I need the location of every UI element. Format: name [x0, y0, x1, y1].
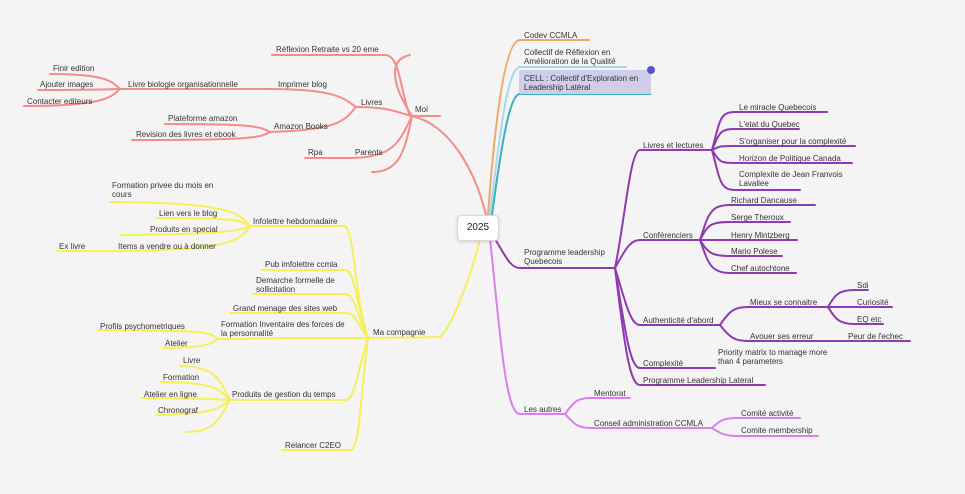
topic-grand-menage[interactable]: Grand menage des sites web — [233, 304, 338, 313]
topic-rpa[interactable]: Rpa — [308, 148, 323, 157]
topic-serge-theroux[interactable]: Serge Theroux — [731, 213, 784, 222]
topic-chef-autochtone[interactable]: Chef autochtone — [731, 264, 790, 273]
cell-line — [491, 93, 651, 216]
topic-produits-gestion[interactable]: Produits de gestion du temps — [232, 390, 336, 399]
topic-ajouter-images[interactable]: Ajouter images — [40, 80, 94, 89]
topic-produits-special[interactable]: Produits en special — [150, 225, 218, 234]
topic-mario-polese[interactable]: Mario Polese — [731, 247, 778, 256]
topic-chronograf[interactable]: Chronograf — [158, 406, 199, 415]
central-topic[interactable]: 2025 — [457, 215, 499, 241]
topic-conferenciers[interactable]: Conférenciers — [643, 231, 693, 240]
topic-contacter-editeurs[interactable]: Contacter editeurs — [27, 97, 93, 106]
topic-livre-biologie[interactable]: Livre biologie organisationnelle — [128, 80, 238, 89]
topic-formation-inventaire[interactable]: Formation Inventaire des forces de la pe… — [221, 320, 345, 338]
topic-curiosite[interactable]: Curiosité — [857, 298, 889, 307]
programme-branch-lines — [494, 111, 911, 386]
topic-atelier[interactable]: Atelier — [165, 339, 188, 348]
collectif-line — [489, 66, 627, 216]
cell-selection-box[interactable] — [519, 70, 651, 94]
topic-henry-mintzberg[interactable]: Henry Mintzberg — [731, 231, 790, 240]
topic-avouer-erreur[interactable]: Avouer ses erreur — [750, 332, 814, 341]
topic-reflexion-retraite[interactable]: Réflexion Retraite vs 20 eme — [276, 45, 379, 54]
topic-moi[interactable]: Moi — [415, 105, 428, 114]
topic-complexite-jean[interactable]: Complexite de Jean Franvois Lavallee — [739, 170, 843, 188]
topic-imprimer-blog[interactable]: Imprimer blog — [278, 80, 327, 89]
topic-lien-blog[interactable]: Lien vers le blog — [159, 209, 218, 218]
topic-richard-dancause[interactable]: Richard Dancause — [731, 196, 797, 205]
topic-programme-lateral[interactable]: Programme Leadership Lateral — [643, 376, 754, 385]
topic-complexite[interactable]: Complexité — [643, 359, 684, 368]
topic-livres[interactable]: Livres — [361, 98, 383, 107]
topic-miracle-quebecois[interactable]: Le miracle Quebecois — [739, 103, 817, 112]
topic-cell[interactable]: CELL : Collectif d'Exploration en Leader… — [524, 74, 639, 92]
topic-livre[interactable]: Livre — [183, 356, 201, 365]
topic-atelier-en-ligne[interactable]: Atelier en ligne — [144, 390, 197, 399]
topic-comite-activite[interactable]: Comité activité — [741, 409, 794, 418]
topic-formation-privee[interactable]: Formation privee du mois en cours — [112, 181, 214, 199]
topic-organiser-complexite[interactable]: S'organiser pour la complexité — [739, 137, 847, 146]
topic-plateforme-amazon[interactable]: Plateforme amazon — [168, 114, 238, 123]
selection-handle[interactable] — [647, 66, 655, 74]
topic-comite-membership[interactable]: Comite membership — [741, 426, 813, 435]
topic-pub-infolettre[interactable]: Pub imfolettre ccmla — [265, 260, 338, 269]
topic-priority-matrix[interactable]: Priority matrix to manage more than 4 pa… — [718, 348, 828, 366]
topic-items-vendre[interactable]: Items a vendre ou à donner — [118, 242, 216, 251]
topic-peur-echec[interactable]: Peur de l'echec — [848, 332, 903, 341]
topic-authenticite[interactable]: Authenticité d'abord — [643, 316, 714, 325]
topic-ex-livre[interactable]: Ex livre — [59, 242, 86, 251]
topic-profils-psychometriques[interactable]: Profils psychometriques — [100, 322, 185, 331]
topic-demarche-formelle[interactable]: Demarche formelle de sollicitation — [256, 276, 335, 294]
topic-ma-compagnie[interactable]: Ma compagnie — [373, 328, 426, 337]
moi-branch-lines — [23, 54, 487, 216]
codev-line — [487, 39, 590, 216]
compagnie-branch-lines — [55, 201, 481, 451]
autres-branch-lines — [489, 238, 819, 437]
topic-mieux-connaitre[interactable]: Mieux se connaitre — [750, 298, 818, 307]
topic-infolettre[interactable]: Infolettre hebdomadaire — [253, 217, 338, 226]
topic-finir-edition[interactable]: Finir edition — [53, 64, 95, 73]
topic-programme-leadership[interactable]: Programme leadership Quebecois — [524, 248, 605, 266]
topic-etat-quebec[interactable]: L'etat du Quebec — [739, 120, 800, 129]
topic-livres-lectures[interactable]: Livres et lectures — [643, 141, 704, 150]
topic-collectif-reflexion[interactable]: Collectif de Réflexion en Amélioration d… — [524, 48, 616, 66]
topic-conseil-administration[interactable]: Conseil administration CCMLA — [594, 419, 703, 428]
topic-relancer-c2eo[interactable]: Relancer C2EO — [285, 441, 342, 450]
topic-formation[interactable]: Formation — [163, 373, 200, 382]
topic-les-autres[interactable]: Les autres — [524, 405, 562, 414]
topic-parents[interactable]: Parents — [355, 148, 383, 157]
topic-eq-etc[interactable]: EQ etc — [857, 315, 882, 324]
topic-codev[interactable]: Codev CCMLA — [524, 31, 578, 40]
topic-horizon-politique[interactable]: Horizon de Politique Canada — [739, 154, 841, 163]
topic-mentorat[interactable]: Mentorat — [594, 389, 626, 398]
topic-revision-livres[interactable]: Revision des livres et ebook — [136, 130, 236, 139]
topic-sdi[interactable]: Sdi — [857, 281, 869, 290]
topic-amazon-books[interactable]: Amazon Books — [274, 122, 328, 131]
